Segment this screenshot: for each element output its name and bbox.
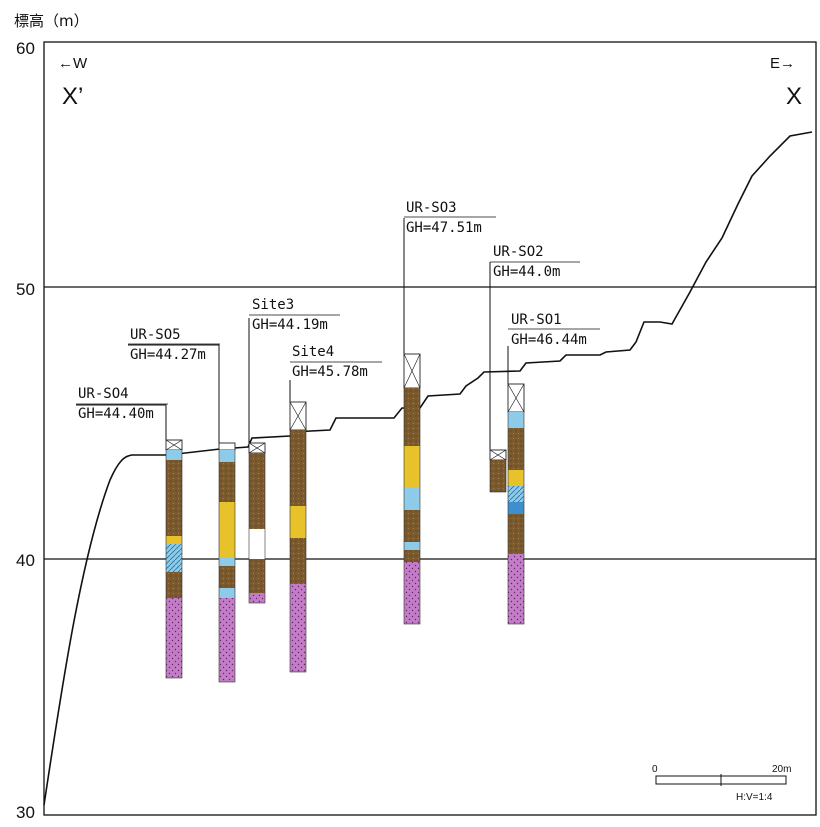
- borehole-ground-height: GH=44.0m: [493, 264, 560, 280]
- scale-bar: 0 20m H:V=1:4: [652, 764, 791, 803]
- clay-layer: [508, 428, 524, 470]
- borehole-name: UR-SO2: [493, 244, 544, 260]
- leader-line: [76, 404, 167, 440]
- left-point-label: X’: [62, 83, 83, 110]
- bedrock-layer: [404, 562, 420, 624]
- leader-line: [128, 344, 220, 443]
- sand-layer: [404, 446, 420, 488]
- topsoil-layer: [218, 442, 236, 451]
- water-layer: [219, 558, 235, 566]
- sand-layer: [290, 506, 306, 538]
- bedrock-layer: [508, 554, 524, 624]
- borehole-ground-height: GH=44.19m: [252, 317, 328, 333]
- plot-frame: [43, 41, 817, 816]
- borehole-ground-height: GH=46.44m: [511, 332, 587, 348]
- y-tick-label: 50: [16, 280, 35, 299]
- borehole-ground-height: GH=45.78m: [292, 364, 368, 380]
- right-point-label: X: [786, 83, 802, 110]
- clay-layer: [490, 460, 506, 492]
- water-layer: [219, 588, 235, 598]
- clay-layer: [508, 514, 524, 554]
- sand-layer: [166, 536, 182, 544]
- sand-layer: [219, 502, 235, 558]
- clay-layer: [219, 462, 235, 502]
- clay-layer: [249, 453, 265, 529]
- borehole-name: Site3: [252, 297, 294, 313]
- water-layer: [404, 542, 420, 550]
- clay-layer: [290, 538, 306, 584]
- borehole-name: Site4: [292, 344, 334, 360]
- borehole-name: UR-SO5: [130, 327, 181, 343]
- clay-layer: [404, 550, 420, 562]
- water-layer: [219, 450, 235, 462]
- borehole-ground-height: GH=44.40m: [78, 406, 154, 422]
- clay-layer: [290, 430, 306, 506]
- borehole-ur-s02: UR-SO2 GH=44.0m: [489, 244, 580, 493]
- gravel-layer: [166, 544, 182, 572]
- borehole-ground-height: GH=44.27m: [130, 347, 206, 363]
- scale-ratio-label: H:V=1:4: [736, 792, 773, 803]
- clay-layer: [404, 510, 420, 542]
- borehole-ur-s03: UR-SO3 GH=47.51m: [403, 200, 496, 625]
- west-arrow: ←W: [58, 55, 88, 72]
- gravel-layer: [508, 486, 524, 502]
- borehole-name: UR-SO4: [78, 386, 129, 402]
- y-tick-label: 30: [16, 803, 35, 822]
- borehole-ground-height: GH=47.51m: [406, 220, 482, 236]
- sand-layer: [508, 470, 524, 486]
- water-layer: [166, 450, 182, 460]
- clay-layer: [249, 559, 265, 593]
- borehole-ur-s04: UR-SO4 GH=44.40m: [76, 386, 183, 679]
- scale-start-label: 0: [652, 764, 658, 775]
- borehole-name: UR-SO1: [511, 312, 562, 328]
- bedrock-layer: [219, 598, 235, 682]
- clay-layer: [219, 566, 235, 588]
- east-arrow: E→: [770, 55, 795, 72]
- borehole-site4: Site4 GH=45.78m: [289, 344, 382, 673]
- y-axis-title: 標高（m）: [14, 12, 89, 30]
- bedrock-layer: [166, 598, 182, 678]
- scale-end-label: 20m: [772, 764, 791, 775]
- water-layer: [508, 412, 524, 428]
- borehole-name: UR-SO3: [406, 200, 457, 216]
- bedrock-layer: [249, 593, 265, 603]
- bedrock-layer: [290, 584, 306, 672]
- clay-layer: [166, 572, 182, 598]
- y-tick-label: 40: [16, 551, 35, 570]
- borehole-ur-s01: UR-SO1 GH=46.44m: [507, 312, 600, 625]
- clay-layer: [166, 460, 182, 536]
- gravel-layer: [508, 502, 524, 514]
- no-core-gap: [249, 529, 265, 559]
- borehole-ur-s05: UR-SO5 GH=44.27m: [128, 327, 236, 683]
- y-tick-label: 60: [16, 39, 35, 58]
- water-layer: [404, 488, 420, 510]
- borehole-site3: Site3 GH=44.19m: [248, 297, 340, 604]
- clay-layer: [404, 388, 420, 446]
